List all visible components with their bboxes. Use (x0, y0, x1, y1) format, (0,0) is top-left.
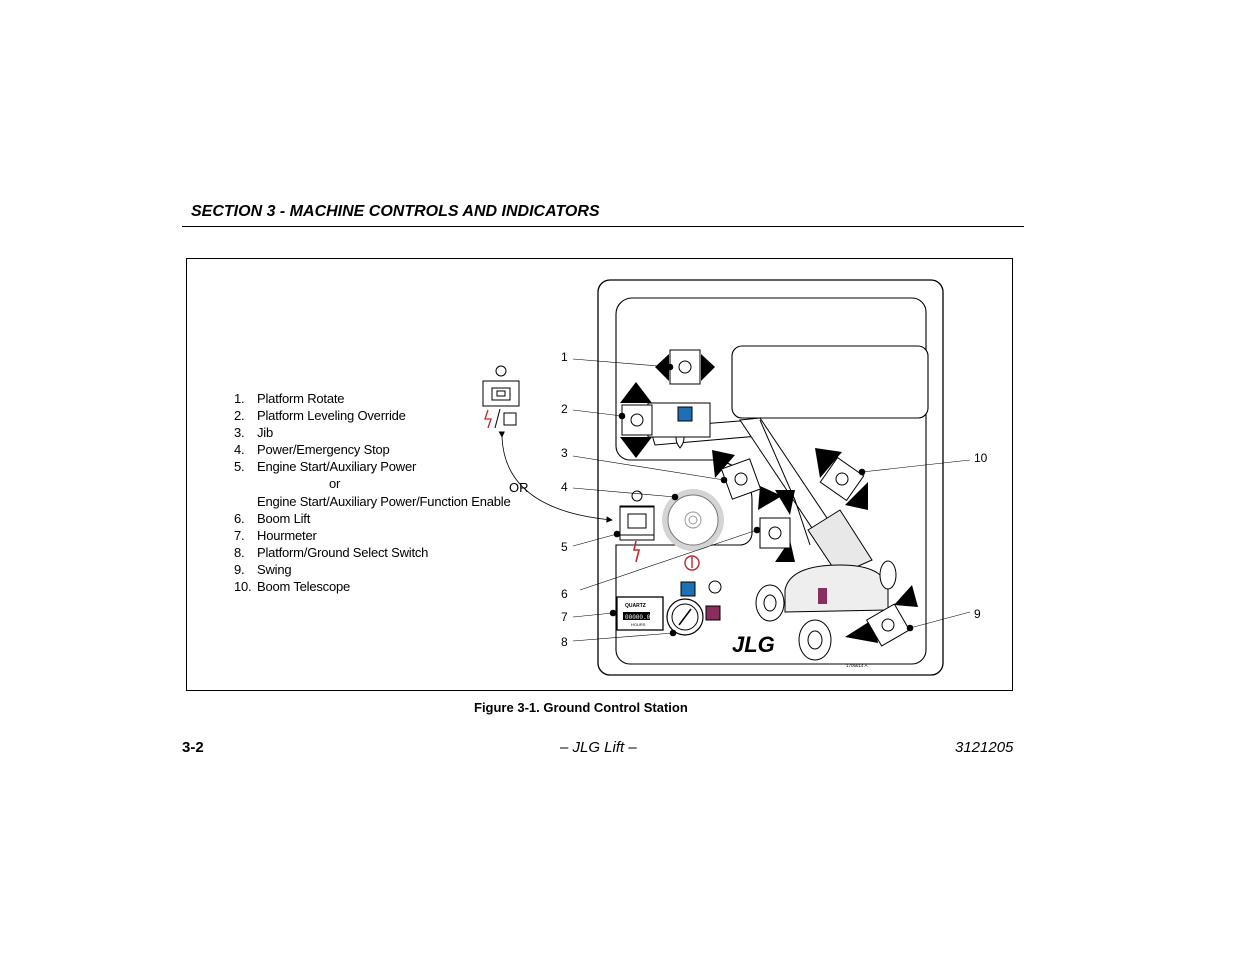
arrow-up-icon (620, 382, 652, 403)
document-number: 3121205 (955, 739, 1014, 756)
lightning-icon (633, 540, 641, 563)
arrow-down-right-icon (845, 482, 868, 510)
decal-part-number: 1706614 A (846, 663, 868, 668)
legend-label: Power/Emergency Stop (257, 442, 390, 458)
jlg-logo: JLG (732, 632, 775, 657)
legend-label: Boom Lift (257, 510, 311, 526)
legend-number: 3. (234, 425, 245, 441)
arrow-down-right-icon (758, 486, 782, 510)
legend-or: or (329, 476, 341, 492)
callout-7: 7 (561, 610, 568, 624)
figure-caption: Figure 3-1. Ground Control Station (474, 700, 688, 715)
hourmeter-reading: 00000.00 (625, 614, 654, 621)
callout-10: 10 (974, 451, 988, 465)
callout-leaders (572, 358, 971, 642)
legend-number: 10. (234, 579, 252, 595)
callout-6: 6 (561, 587, 568, 601)
footer-title: – JLG Lift – (560, 739, 637, 756)
switch-symbol-upper (482, 365, 520, 429)
legend-label: Hourmeter (257, 527, 317, 543)
hourmeter-brand: QUARTZ (625, 603, 646, 609)
legend-number: 7. (234, 527, 245, 543)
legend-label: Platform/Ground Select Switch (257, 544, 429, 560)
blue-indicator-light (680, 581, 696, 597)
arrow-up-left-icon (815, 448, 842, 478)
arrow-left-icon (655, 354, 669, 381)
legend-number: 5. (234, 459, 245, 475)
section-title: SECTION 3 - MACHINE CONTROLS AND INDICAT… (191, 203, 600, 220)
boom-lift-illustration (647, 402, 897, 661)
engine-glow-icon (495, 365, 507, 377)
legend-label: Boom Telescope (257, 579, 351, 595)
platform-leveling-switch[interactable] (621, 404, 653, 436)
figure-frame (186, 258, 1013, 691)
header-rule (182, 226, 1024, 227)
switch-symbol-lower (619, 490, 655, 563)
legend-label: Platform Leveling Override (257, 408, 406, 424)
lightning-icon (484, 409, 492, 429)
or-connector-arrow (498, 431, 613, 523)
power-icon (684, 555, 700, 571)
legend-number: 8. (234, 544, 245, 560)
callout-numbers: 1 2 3 4 5 6 7 8 9 10 (561, 350, 988, 649)
callout-5: 5 (561, 540, 568, 554)
legend-number: 4. (234, 442, 245, 458)
emergency-stop-button[interactable] (662, 489, 724, 551)
legend-number: 6. (234, 510, 245, 526)
legend-label: Jib (257, 425, 274, 441)
legend-label: Platform Rotate (257, 391, 345, 406)
blue-indicator-square (677, 406, 693, 422)
function-enable-icon (503, 412, 517, 426)
arrow-up-left-icon (712, 450, 735, 478)
legend-label: Engine Start/Auxiliary Power (257, 459, 417, 475)
decal-blank-area (731, 345, 929, 419)
arrow-right-icon (701, 354, 715, 381)
hourmeter: QUARTZ 00000.00 HOURS (616, 596, 664, 631)
callout-2: 2 (561, 402, 568, 416)
or-label: OR (509, 480, 529, 495)
callout-4: 4 (561, 480, 568, 494)
legend-number: 2. (234, 408, 245, 424)
callout-9: 9 (974, 607, 981, 621)
indicator-light (708, 580, 722, 594)
legend-number: 9. (234, 561, 245, 577)
machine-decal-mark (818, 588, 827, 604)
arrow-up-icon (775, 490, 795, 515)
engine-glow-icon (631, 490, 643, 502)
arrow-down-icon (620, 437, 652, 458)
legend-label: Swing (257, 561, 292, 577)
toggle-switches (619, 349, 911, 647)
arrow-up-right-icon (894, 585, 918, 607)
page-number: 3-2 (182, 739, 204, 756)
callout-1: 1 (561, 350, 568, 364)
legend-label: Engine Start/Auxiliary Power/Function En… (257, 493, 511, 509)
purple-indicator-light (705, 605, 721, 621)
key-select-switch[interactable] (666, 598, 704, 636)
callout-3: 3 (561, 446, 568, 460)
callout-8: 8 (561, 635, 568, 649)
hourmeter-unit: HOURS (631, 622, 646, 627)
legend-number: 1. (234, 391, 245, 406)
